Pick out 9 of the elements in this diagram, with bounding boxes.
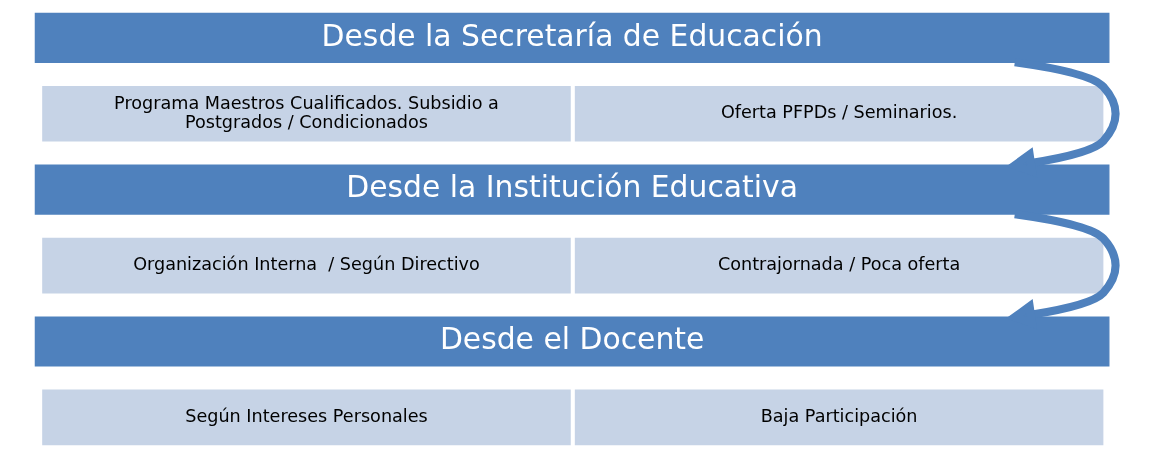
node-box: Organización Interna / Según Directivo: [41, 237, 571, 294]
node-box: Según Intereses Personales: [41, 389, 571, 446]
node-box: Programa Maestros Cualificados. Subsidio a Postgrados / Condicionados: [41, 86, 571, 142]
node-box: Desde la Institución Educativa: [34, 164, 1109, 215]
node-box: Baja Participación: [574, 389, 1103, 446]
node-box: Desde la Secretaría de Educación: [34, 12, 1109, 63]
node-box: Contrajornada / Poca oferta: [574, 237, 1103, 294]
node-box: Oferta PFPDs / Seminarios.: [574, 86, 1103, 142]
node-box: Desde el Docente: [34, 316, 1109, 367]
